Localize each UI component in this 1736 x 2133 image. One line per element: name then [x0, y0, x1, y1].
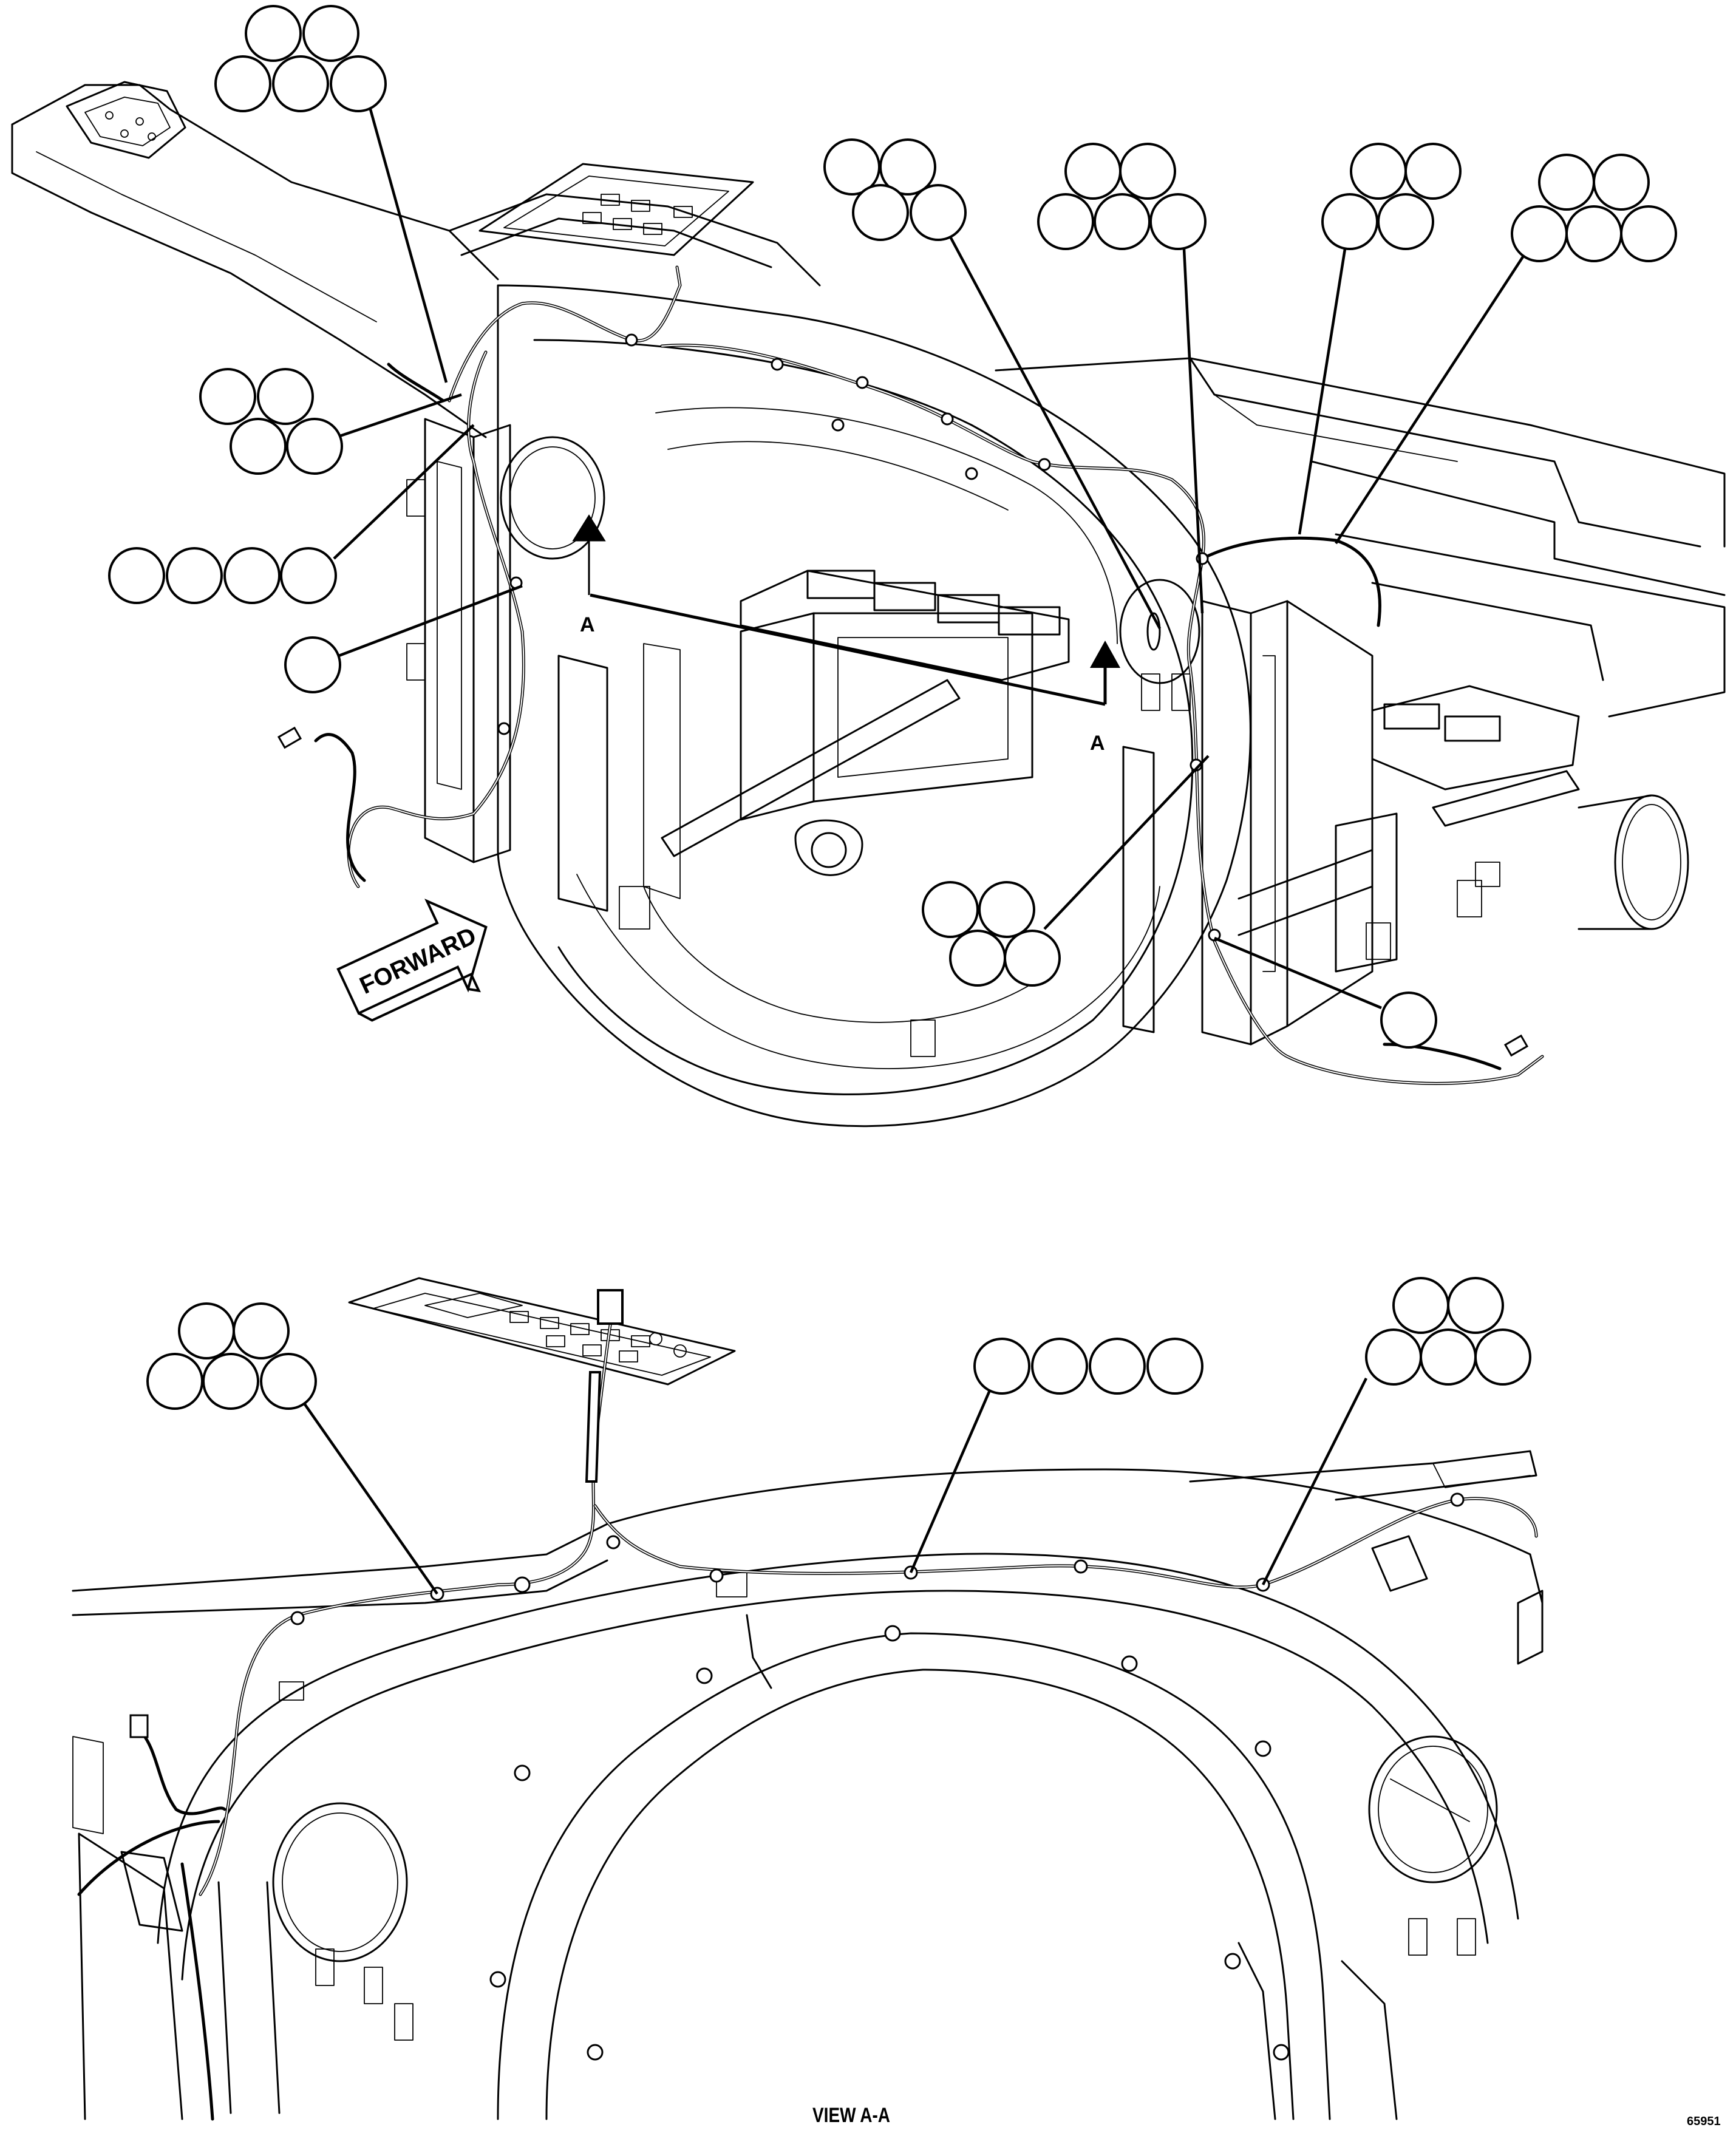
callout-cluster-7	[1335, 154, 1677, 545]
view-a-a-frame	[72, 1277, 1544, 2120]
callout-single-left	[284, 584, 523, 693]
harness-view-a-a	[77, 1289, 1538, 2121]
callout-cluster-6	[1298, 143, 1462, 535]
callout-cluster-9	[146, 1302, 438, 1595]
callout-cluster-3	[108, 424, 475, 604]
callout-cluster-10	[909, 1338, 1203, 1573]
callout-single-right	[1214, 936, 1437, 1049]
section-arrows: A A	[572, 514, 1120, 755]
callout-cluster-2	[199, 368, 462, 475]
upper-frame-assembly	[11, 81, 1726, 1128]
callouts-upper	[108, 5, 1677, 1049]
callout-cluster-8	[922, 755, 1210, 987]
callout-cluster-4	[823, 138, 1161, 630]
callout-cluster-5	[1037, 143, 1207, 614]
harness-upper-view	[277, 265, 1544, 1085]
section-label-left: A	[580, 613, 595, 636]
section-label-right: A	[1090, 732, 1105, 755]
view-title: VIEW A-A	[812, 2104, 890, 2127]
callout-cluster-1	[214, 5, 448, 383]
drawing-number: 65951	[1687, 2115, 1721, 2128]
callout-cluster-11	[1261, 1277, 1531, 1586]
callouts-lower	[146, 1277, 1531, 1595]
forward-arrow: FORWARD	[336, 898, 488, 1022]
